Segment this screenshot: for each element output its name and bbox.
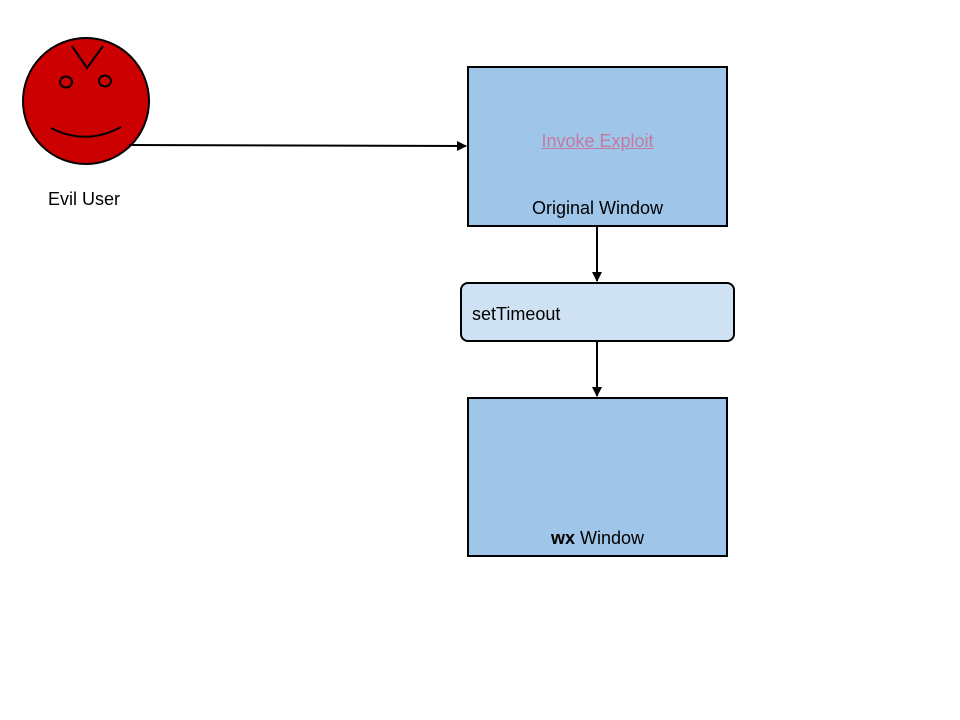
invoke-exploit-link[interactable]: Invoke Exploit	[541, 131, 654, 151]
angry-brow	[71, 45, 104, 70]
wx-window-caption: wx Window	[469, 528, 726, 549]
wx-window-caption-rest: Window	[574, 528, 645, 548]
face-circle	[22, 37, 150, 165]
wx-window-box: wx Window	[467, 397, 728, 557]
evil-user-label: Evil User	[48, 189, 121, 209]
settimeout-box: setTimeout	[460, 282, 735, 342]
wx-window-caption-bold: wx	[550, 528, 575, 548]
evil-face-icon	[22, 37, 150, 165]
original-window-caption: Original Window	[531, 198, 664, 218]
grin-mouth	[50, 126, 122, 138]
settimeout-label: setTimeout	[472, 304, 561, 324]
left-eye	[59, 75, 73, 89]
original-window-box: Invoke Exploit Original Window	[467, 66, 728, 227]
arrow-user-to-original	[128, 140, 467, 151]
right-eye	[98, 74, 112, 88]
